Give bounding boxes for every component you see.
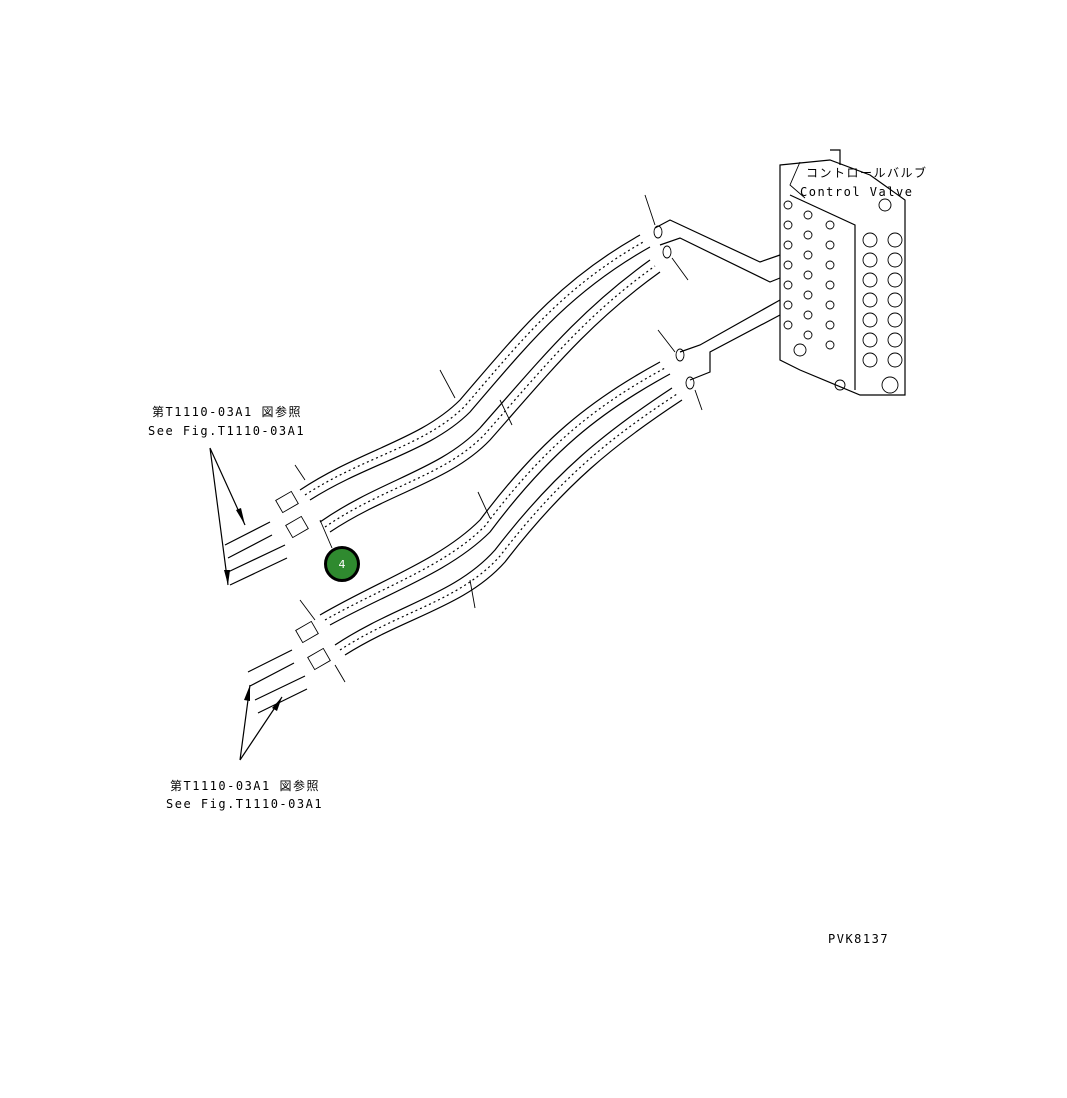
- reference-bottom-label-en: See Fig.T1110-03A1: [166, 797, 324, 811]
- drawing-code: PVK8137: [828, 932, 890, 946]
- part-callout-4[interactable]: 4: [324, 546, 360, 582]
- reference-top-label-en: See Fig.T1110-03A1: [148, 424, 306, 438]
- control-valve-leader: [789, 161, 806, 199]
- control-valve-label-en: Control Valve: [800, 185, 914, 199]
- control-valve-label-jp: コントロールバルブ: [806, 166, 928, 180]
- reference-arrows: [209, 447, 283, 761]
- lower-hoses: [247, 329, 703, 714]
- upper-hoses: [224, 194, 689, 586]
- reference-top-label-jp: 第T1110-03A1 図参照: [152, 405, 302, 419]
- control-valve-drawing: [779, 149, 906, 396]
- valve-pipes: [653, 219, 781, 390]
- reference-bottom-label-jp: 第T1110-03A1 図参照: [170, 779, 320, 793]
